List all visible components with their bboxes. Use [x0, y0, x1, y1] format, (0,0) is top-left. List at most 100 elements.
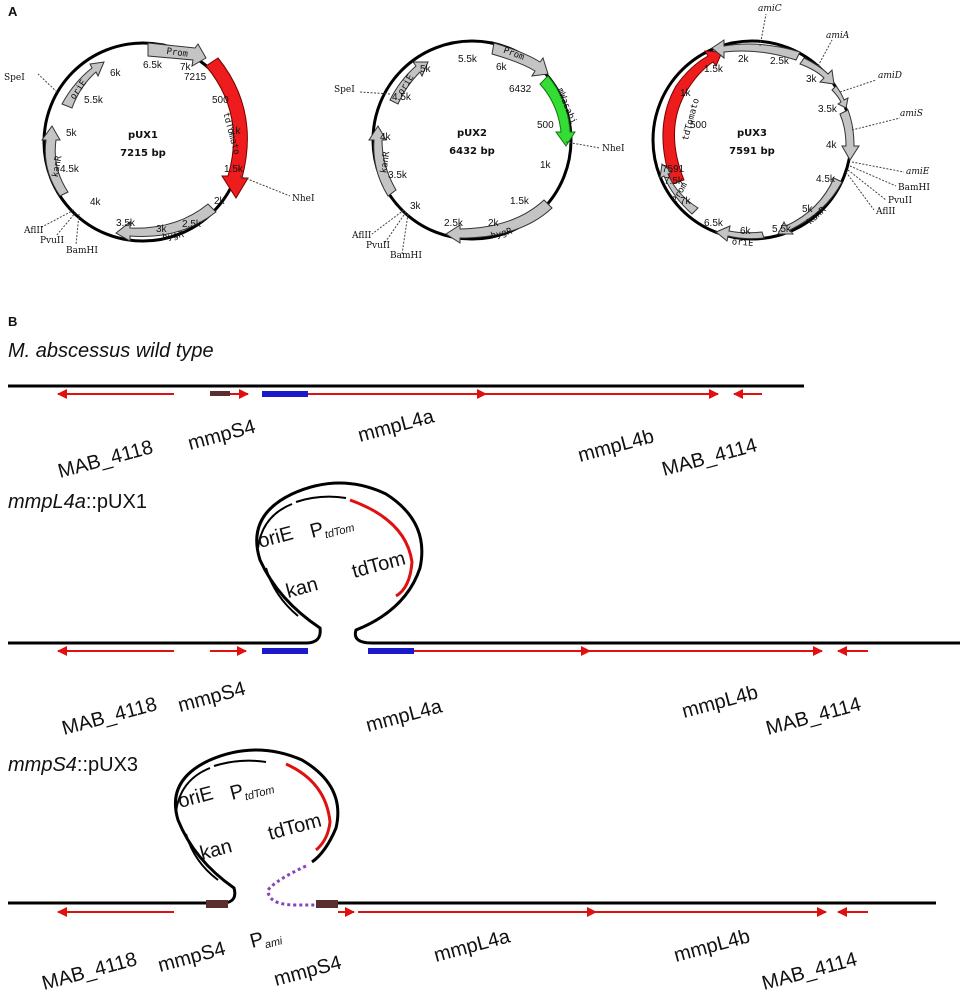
- mmpl4a-blue-region: [262, 391, 308, 397]
- loop-kan-bar: [185, 833, 219, 881]
- site-label-pvuii: PvuII: [366, 241, 390, 251]
- feature-arrow-amic: [711, 39, 801, 61]
- gene-label-amis: amiS: [900, 109, 923, 119]
- tick-label: 3.5k: [116, 218, 136, 229]
- site-label-bamhi: BamHI: [898, 183, 930, 193]
- loop-red-segment: [285, 762, 332, 852]
- mmps4-box-right: [316, 900, 338, 908]
- insertion-loop: [8, 481, 960, 645]
- tick-label: 5.5k: [772, 224, 792, 235]
- gene-label: MAB_4118: [60, 693, 160, 739]
- tick-label: 2k: [214, 196, 226, 207]
- tick-label: 500: [690, 120, 707, 131]
- tick-label: 3k: [806, 74, 818, 85]
- plasmid-map-pux3: tdTomato Prom kanR oriE 500 1k 1.5k 2k 2…: [651, 4, 930, 249]
- site-label-aflii: AflII: [23, 226, 44, 236]
- tick-label: 4k: [380, 132, 392, 143]
- site-label-aflii: AflII: [875, 207, 896, 217]
- loop-label-tdtom: tdTom: [350, 547, 408, 582]
- tick-label: 7591: [662, 164, 685, 175]
- site-label-spei: SpeI: [4, 73, 25, 83]
- insertion-loop: [8, 748, 340, 905]
- tick-label: 1k: [680, 88, 692, 99]
- feature-arrow-prom: [659, 163, 699, 215]
- tick-label: 5k: [802, 204, 814, 215]
- tick-label: 5k: [66, 128, 78, 139]
- gene-label: mmpS4: [176, 678, 248, 717]
- plasmid-size: 6432 bp: [449, 146, 495, 157]
- map-title: mmpS4::pUX3: [8, 754, 138, 776]
- plasmid-map-pux2: Prom mWasabi hygR kanR oriE 500 1k 1.5k …: [334, 39, 625, 261]
- feature-arrow-kanr: [368, 125, 397, 197]
- feature-arrow-orie: [389, 61, 429, 105]
- tick-label: 4.5k: [816, 174, 836, 185]
- site-label-bamhi: BamHI: [66, 246, 98, 256]
- map-title: mmpL4a::pUX1: [8, 491, 147, 513]
- loop-label-tdtom: tdTom: [266, 809, 324, 844]
- gene-label: mmpL4b: [680, 681, 761, 722]
- tick-label: 4k: [90, 197, 102, 208]
- gene-label-amie: amiE: [906, 167, 930, 177]
- tick-label: 3.5k: [388, 170, 408, 181]
- tick-label: 7.5k: [664, 176, 684, 187]
- gene-label-amid: amiD: [878, 71, 902, 81]
- loop-orie-bar: [257, 503, 293, 549]
- gene-label: MAB_4114: [764, 693, 864, 739]
- plasmid-size: 7215 bp: [120, 148, 166, 159]
- plasmid-name: pUX3: [737, 128, 767, 139]
- gene-label: mmpL4a: [356, 405, 438, 447]
- gene-label: MAB_4114: [760, 948, 860, 994]
- tick-label: 3.5k: [818, 104, 838, 115]
- pami-promoter-dotted: [266, 864, 316, 907]
- site-label-pvuii: PvuII: [40, 236, 64, 246]
- mmps4-box-left: [206, 900, 228, 908]
- tick-label: 500: [212, 95, 229, 106]
- tick-label: 2k: [738, 54, 750, 65]
- loop-red-segment: [349, 498, 414, 598]
- genome-map-mmpl4a-pux1: mmpL4a::pUX1 oriE PtdTom kan tdTom MAB_4…: [8, 481, 960, 740]
- feature-label-kanr: kanR: [379, 150, 392, 173]
- panel-label-a: A: [8, 4, 18, 19]
- tick-label: 6k: [740, 226, 752, 237]
- feature-arrow-hygr: [445, 199, 553, 244]
- tick-label: 2.5k: [182, 219, 202, 230]
- tick-label: 5.5k: [458, 54, 478, 65]
- loop-label-p: PtdTom: [228, 772, 276, 806]
- gene-label: MAB_4114: [660, 434, 760, 480]
- feature-label-prom: Prom: [166, 47, 189, 60]
- feature-arrow-amia: [799, 57, 835, 85]
- plasmid-name: pUX2: [457, 128, 487, 139]
- feature-arrow-orie: [715, 225, 765, 242]
- tick-label: 500: [537, 120, 554, 131]
- site-label-nhei: NheI: [292, 194, 315, 204]
- feature-label-orie: oriE: [731, 237, 753, 248]
- gene-label: mmpL4b: [576, 425, 657, 466]
- gene-label: mmpS4: [156, 938, 228, 977]
- site-label-bamhi: BamHI: [390, 251, 422, 261]
- tick-label: 7k: [180, 62, 192, 73]
- gene-label: mmpL4a: [364, 695, 446, 737]
- tick-label: 4k: [826, 140, 838, 151]
- tick-label: 2.5k: [444, 218, 464, 229]
- feature-arrow-prom: [147, 42, 207, 67]
- tick-label: 1.5k: [224, 164, 244, 175]
- tick-label: 6k: [110, 68, 122, 79]
- feature-arrow-tdtomato: [205, 57, 249, 199]
- loop-kan-bar: [265, 567, 299, 617]
- loop-label-p: PtdTom: [308, 510, 356, 544]
- tick-label: 1.5k: [510, 196, 530, 207]
- panel-label-b: B: [8, 314, 17, 329]
- tick-label: 1.5k: [704, 64, 724, 75]
- site-label-pvuii: PvuII: [888, 196, 912, 206]
- loop-label-orie: oriE: [256, 522, 296, 552]
- loop-label-orie: oriE: [176, 782, 216, 812]
- loop-ptdtom-bar: [295, 495, 347, 503]
- loop-ptdtom-bar: [213, 759, 267, 767]
- tick-label: 7215: [184, 72, 207, 83]
- genome-map-mmps4-pux3: mmpS4::pUX3 oriE PtdTom kan tdTom MAB_41…: [8, 748, 936, 995]
- tick-label: 6432: [509, 84, 532, 95]
- tick-label: 1k: [230, 126, 242, 137]
- gene-label: MAB_4118: [40, 948, 140, 994]
- tick-label: 2.5k: [770, 56, 790, 67]
- loop-orie-bar: [175, 767, 211, 813]
